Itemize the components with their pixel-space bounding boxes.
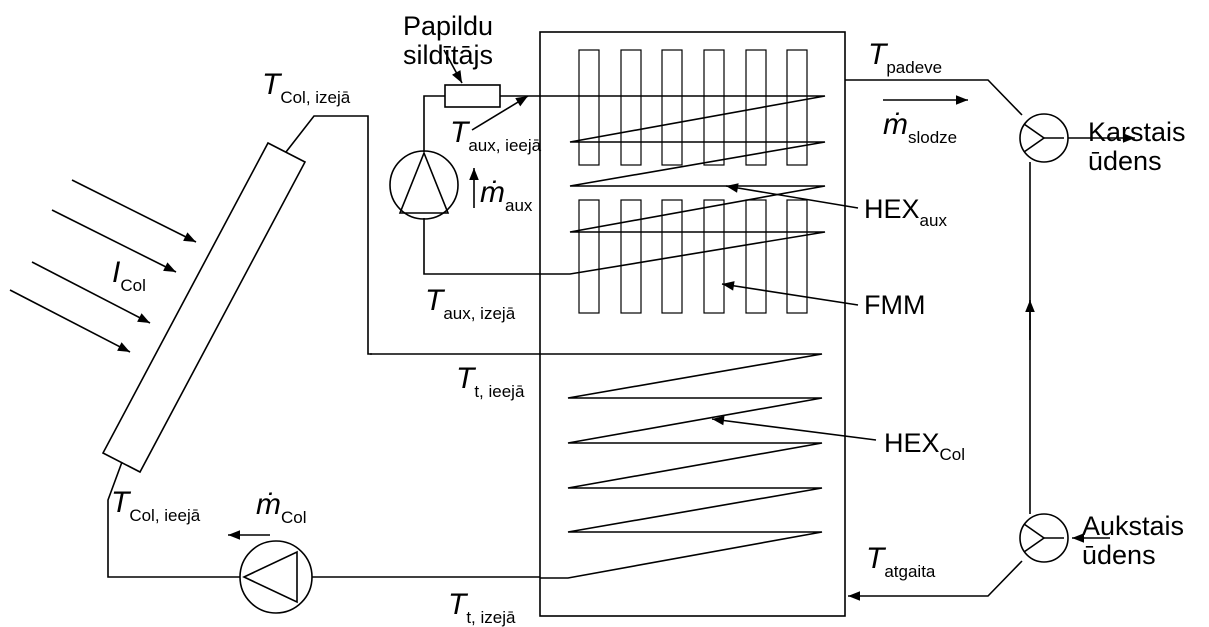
aux-pump-icon bbox=[389, 150, 459, 220]
collector-pump-icon bbox=[239, 540, 313, 614]
storage-tank bbox=[539, 31, 846, 617]
i-col-label: ICol bbox=[112, 256, 146, 295]
fmm-tubes-upper bbox=[578, 49, 808, 166]
cold-water-label: Aukstais ūdens bbox=[1082, 511, 1185, 571]
t-t-out-label: Tt, izejā bbox=[448, 588, 516, 627]
mixing-valve-upper-icon bbox=[1019, 113, 1069, 163]
m-aux-label: ṁaux bbox=[480, 176, 533, 215]
aux-loop-pipe-top bbox=[423, 95, 445, 152]
mixing-valve-lower-icon bbox=[1019, 513, 1069, 563]
hex-aux-pointer bbox=[725, 183, 859, 209]
aux-heater-icon bbox=[444, 84, 501, 108]
m-load-label: ṁslodze bbox=[883, 108, 958, 147]
t-aux-in-pointer bbox=[471, 95, 529, 131]
m-col-label: ṁCol bbox=[256, 488, 307, 527]
t-supply-label: Tpadeve bbox=[868, 38, 943, 77]
t-t-in-label: Tt, ieejā bbox=[456, 362, 525, 401]
t-aux-out-label: Taux, izejā bbox=[425, 284, 516, 323]
fmm-label: FMM bbox=[864, 290, 926, 320]
solar-irradiation-arrows bbox=[9, 179, 197, 353]
t-return-label: Tatgaita bbox=[866, 542, 936, 581]
t-aux-in-label: Taux, ieejā bbox=[450, 116, 542, 155]
hex-col-label: HEXCol bbox=[884, 428, 966, 464]
hex-col-pointer bbox=[711, 415, 877, 441]
aux-loop-pipe bbox=[423, 218, 540, 275]
hex-col-coil bbox=[370, 353, 823, 579]
solar-collector bbox=[101, 141, 307, 474]
collector-outlet-pipe bbox=[285, 115, 372, 355]
t-col-in-label: TCol, ieejā bbox=[111, 486, 201, 525]
aux-heater-label: Papildu sildītājs bbox=[403, 11, 494, 71]
t-col-out-label: TCol, izejā bbox=[262, 68, 351, 107]
return-pipe bbox=[880, 560, 1023, 597]
hex-aux-label: HEXaux bbox=[864, 194, 947, 230]
supply-pipe bbox=[845, 79, 1023, 116]
aux-heater-pointer bbox=[443, 49, 463, 84]
fmm-pointer bbox=[721, 281, 859, 306]
collector-return-pipe bbox=[107, 461, 240, 578]
fmm-tubes-lower bbox=[578, 199, 808, 314]
hex-aux-coil bbox=[540, 95, 826, 275]
hot-water-label: Karstais ūdens bbox=[1088, 117, 1186, 177]
